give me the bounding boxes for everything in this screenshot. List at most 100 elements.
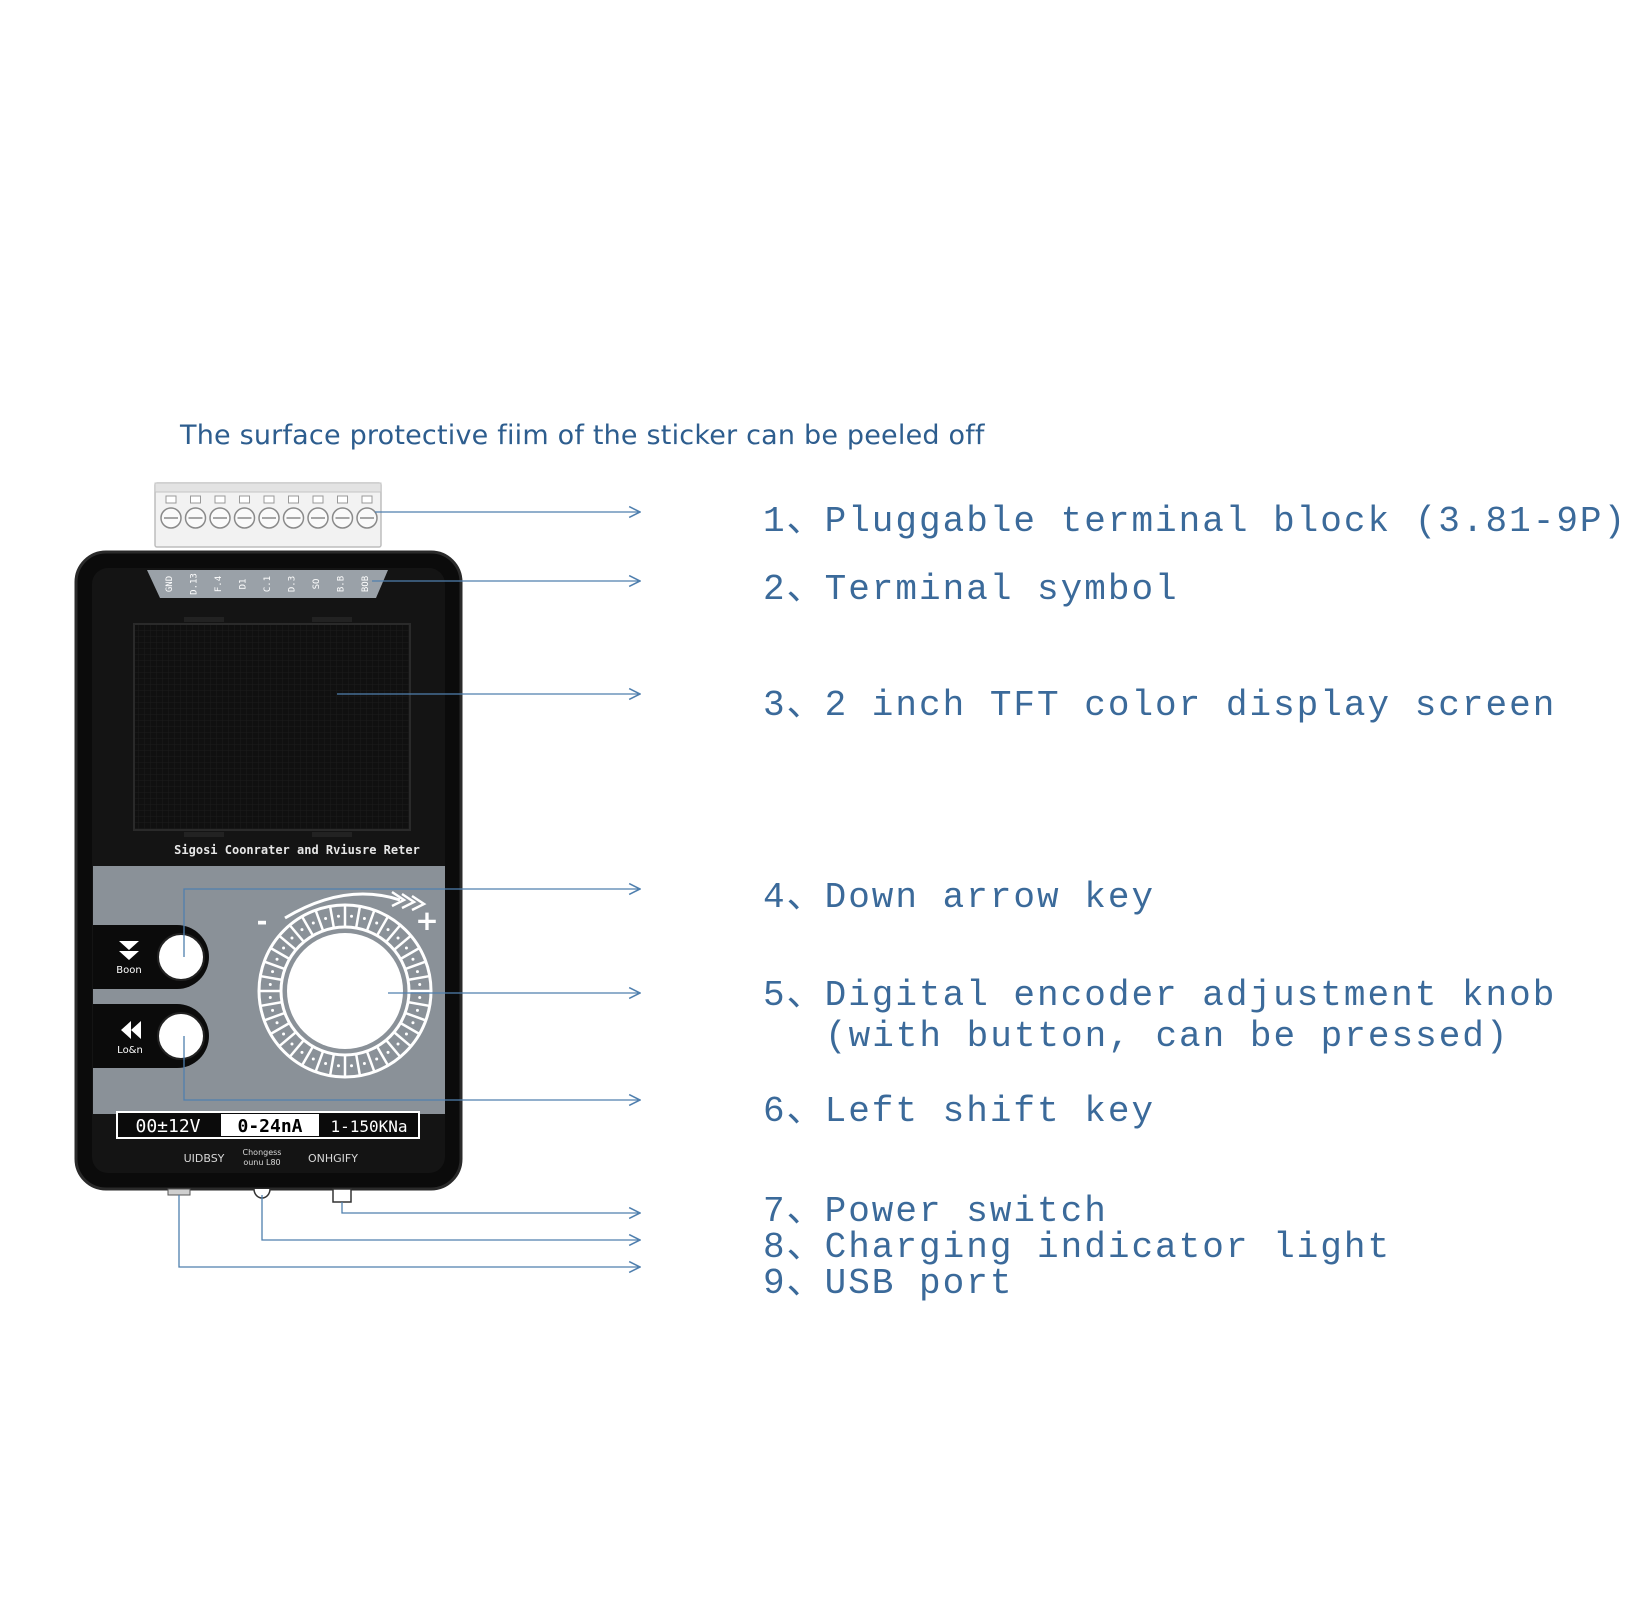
knob-tick bbox=[314, 909, 325, 932]
left-shift-icon bbox=[121, 1021, 141, 1039]
terminal-slot bbox=[165, 495, 177, 504]
knob-dot bbox=[415, 1008, 419, 1012]
knob-dot bbox=[271, 1008, 275, 1012]
charging-label-line1: Chongess bbox=[243, 1148, 282, 1157]
knob-dot bbox=[336, 1064, 340, 1068]
callout-5: 5、Digital encoder adjustment knob (with … bbox=[763, 964, 1556, 1057]
knob-dot bbox=[396, 936, 400, 940]
callout-7: 7、Power switch bbox=[763, 1191, 1108, 1232]
knob-tick bbox=[278, 1031, 297, 1048]
callout-1: 1、Pluggable terminal block (3.81-9P) bbox=[763, 501, 1627, 542]
leader-line-4 bbox=[183, 889, 640, 957]
knob-dot bbox=[386, 1050, 390, 1054]
encoder-knob[interactable]: - + bbox=[257, 890, 439, 1079]
knob-dot bbox=[404, 946, 408, 950]
knob-tick bbox=[404, 1011, 427, 1022]
terminal-symbol-label: D1 bbox=[239, 579, 249, 590]
knob-tick bbox=[375, 1045, 390, 1067]
knob-dot bbox=[275, 957, 279, 961]
knob-dot bbox=[350, 1064, 354, 1068]
knob-dot bbox=[311, 921, 315, 925]
knob-dot bbox=[290, 936, 294, 940]
callout-5-line2: (with button, can be pressed) bbox=[825, 1016, 1510, 1057]
terminal-slot bbox=[337, 495, 348, 504]
usb-port[interactable] bbox=[167, 1188, 191, 1196]
knob-tick bbox=[328, 906, 336, 929]
down-arrow-icon bbox=[119, 941, 139, 960]
left-key-label: Lo&n bbox=[117, 1045, 143, 1056]
knob-tick bbox=[407, 1000, 430, 1008]
callout-9: 9、USB port bbox=[763, 1263, 1014, 1304]
terminal-slot bbox=[190, 495, 201, 504]
knob-tick bbox=[278, 934, 297, 951]
terminal-symbol-label: B.B bbox=[337, 576, 347, 592]
knob-tick bbox=[288, 924, 305, 943]
knob-dot bbox=[290, 1042, 294, 1046]
power-switch-label: ONHGIFY bbox=[308, 1152, 358, 1165]
knob-tick bbox=[269, 946, 291, 961]
power-switch[interactable] bbox=[332, 1188, 352, 1203]
terminal-slot bbox=[312, 495, 324, 504]
terminal-symbol-label: GND bbox=[165, 576, 175, 592]
terminal-symbol-label: D.13 bbox=[190, 573, 200, 595]
model-label: Sigosi Coonrater and Rviusre Reter bbox=[174, 843, 420, 857]
knob-tick bbox=[288, 1039, 305, 1058]
callout-8: 8、Charging indicator light bbox=[763, 1227, 1392, 1268]
rotation-arrow-icon bbox=[284, 892, 401, 920]
knob-dot bbox=[418, 982, 422, 986]
knob-dot bbox=[404, 1032, 408, 1036]
knob-tick bbox=[314, 1050, 325, 1073]
callout-3: 3、2 inch TFT color display screen bbox=[763, 685, 1557, 726]
knob-tick bbox=[375, 915, 390, 937]
terminal-slot bbox=[361, 495, 373, 504]
terminal-symbol-label: BOB bbox=[361, 576, 371, 592]
range-current: 0-24nA bbox=[237, 1116, 302, 1137]
knob-tick bbox=[365, 1050, 376, 1073]
knob-tick bbox=[300, 915, 315, 937]
down-key-label: Boon bbox=[116, 965, 141, 976]
knob-dot bbox=[300, 1050, 304, 1054]
knob-dot bbox=[271, 970, 275, 974]
knob-dot bbox=[411, 957, 415, 961]
terminal-symbol-label: F.4 bbox=[214, 576, 224, 592]
callout-5-line1: 5、Digital encoder adjustment knob bbox=[763, 975, 1557, 1016]
leader-lines bbox=[178, 512, 640, 1267]
leader-line-9 bbox=[178, 1195, 640, 1267]
usb-port-label: UIDBSY bbox=[184, 1152, 225, 1165]
knob-dot bbox=[350, 914, 354, 918]
knob-dot bbox=[311, 1057, 315, 1061]
terminal-symbol-label: C.1 bbox=[263, 576, 273, 592]
left-shift-key[interactable]: Lo&n bbox=[93, 1004, 209, 1068]
knob-dot bbox=[336, 914, 340, 918]
knob-dot bbox=[362, 917, 366, 921]
terminal-block bbox=[154, 482, 382, 548]
tft-display-screen bbox=[133, 617, 411, 837]
range-voltage: 00±12V bbox=[135, 1116, 200, 1137]
knob-tick bbox=[393, 1031, 412, 1048]
knob-dot bbox=[275, 1021, 279, 1025]
knob-tick bbox=[263, 960, 286, 971]
knob-tick bbox=[407, 974, 430, 982]
knob-minus-label: - bbox=[257, 907, 268, 937]
knob-dot bbox=[282, 1032, 286, 1036]
knob-tick bbox=[365, 909, 376, 932]
knob-dot bbox=[375, 921, 379, 925]
terminal-symbol-label: D.3 bbox=[288, 576, 298, 592]
range-resistance: 1-150KNa bbox=[330, 1117, 407, 1136]
knob-tick bbox=[354, 1053, 362, 1076]
knob-dot bbox=[362, 1061, 366, 1065]
terminal-slot bbox=[288, 495, 299, 504]
knob-tick bbox=[300, 1045, 315, 1067]
knob-tick bbox=[263, 1011, 286, 1022]
knob-dot bbox=[268, 982, 272, 986]
knob-tick bbox=[260, 1000, 283, 1008]
terminal-slot bbox=[214, 495, 226, 504]
down-arrow-key[interactable]: Boon bbox=[93, 925, 209, 989]
callout-4: 4、Down arrow key bbox=[763, 877, 1156, 918]
knob-dot bbox=[300, 928, 304, 932]
knob-dot bbox=[324, 917, 328, 921]
terminal-slot bbox=[263, 495, 275, 504]
terminal-slot bbox=[239, 495, 250, 504]
